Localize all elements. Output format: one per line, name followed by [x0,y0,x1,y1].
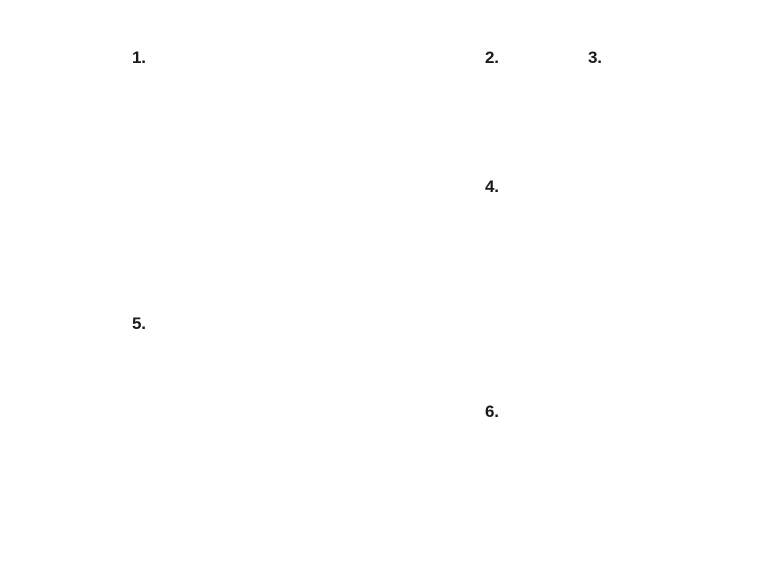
label-1: 1. [132,48,146,67]
label-6: 6. [485,402,499,421]
label-5: 5. [132,314,146,333]
label-3: 3. [588,48,602,67]
label-4: 4. [485,177,499,196]
label-2: 2. [485,48,499,67]
